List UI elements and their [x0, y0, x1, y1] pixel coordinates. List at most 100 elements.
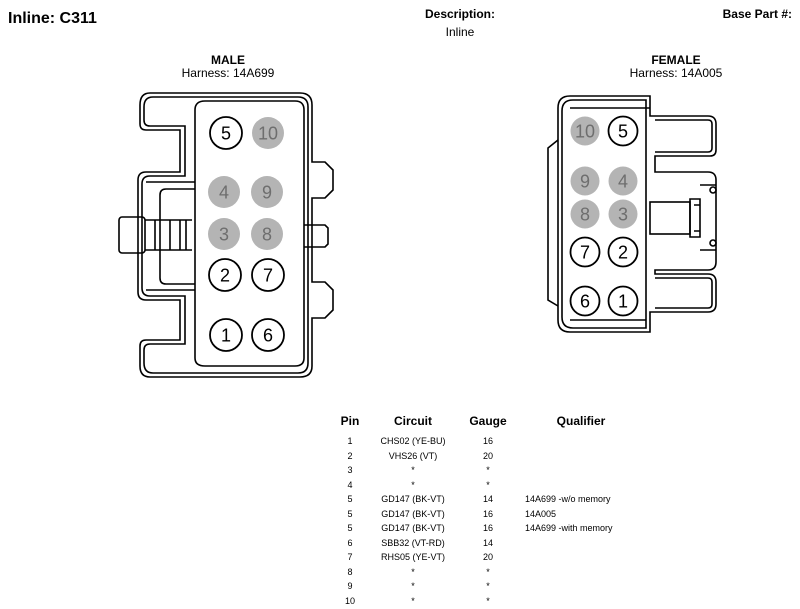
male-pin-label: 7	[263, 266, 273, 286]
table-row: 10 * *	[333, 594, 645, 609]
header-qualifier: Qualifier	[556, 414, 606, 428]
cell-gauge: *	[486, 479, 490, 490]
header-circuit: Circuit	[393, 414, 432, 428]
cell-gauge: 16	[482, 508, 493, 519]
male-pin-1	[209, 318, 243, 352]
male-label: MALE	[211, 53, 245, 67]
cell-gauge: *	[486, 581, 490, 592]
male-pin-label: 3	[219, 225, 229, 245]
female-label: FEMALE	[651, 53, 701, 67]
male-pin-label: 5	[221, 124, 231, 144]
female-pin-1	[607, 285, 639, 317]
cell-pin: 5	[347, 508, 353, 519]
male-connector	[118, 92, 334, 378]
cell-gauge: 16	[482, 523, 493, 534]
cell-pin: 2	[347, 450, 353, 461]
female-pin-3	[608, 199, 638, 229]
cell-qualifier: 14A699 -w/o memory	[525, 494, 611, 505]
female-pin-label: 5	[618, 122, 628, 142]
cell-qualifier	[517, 434, 645, 449]
male-pin-label: 2	[220, 266, 230, 286]
cell-circuit: *	[411, 595, 415, 606]
cell-circuit: *	[411, 479, 415, 490]
cell-circuit: *	[411, 581, 415, 592]
male-pin-5	[209, 116, 243, 150]
female-pin-label: 3	[618, 205, 628, 225]
cell-pin: 1	[347, 436, 353, 447]
female-pin-label: 4	[618, 172, 628, 192]
cell-qualifier	[517, 536, 645, 551]
male-pin-label: 9	[262, 183, 272, 203]
male-harness: Harness: 14A699	[181, 66, 275, 80]
cell-circuit: *	[411, 465, 415, 476]
male-label-block: MALE Harness: 14A699	[158, 54, 298, 80]
cell-qualifier	[517, 449, 645, 464]
male-pin-label: 6	[263, 326, 273, 346]
cell-qualifier	[517, 565, 645, 580]
female-pin-7	[569, 236, 601, 268]
male-pin-9	[251, 176, 283, 208]
male-pin-8	[251, 218, 283, 250]
cell-qualifier	[517, 463, 645, 478]
header-gauge: Gauge	[469, 414, 507, 428]
base-part-label: Base Part #:	[722, 7, 792, 21]
cell-pin: 7	[347, 552, 353, 563]
cell-circuit: RHS05 (YE-VT)	[380, 552, 445, 563]
female-pin-10	[570, 116, 600, 146]
table-row: 6 SBB32 (VT-RD) 14	[333, 536, 645, 551]
female-pin-label: 1	[618, 292, 628, 312]
cell-pin: 3	[347, 465, 353, 476]
cell-circuit: GD147 (BK-VT)	[381, 523, 445, 534]
female-harness: Harness: 14A005	[629, 66, 723, 80]
cell-qualifier: 14A699 -with memory	[525, 523, 613, 534]
female-pin-9	[570, 166, 600, 196]
male-pin-2	[208, 258, 242, 292]
cell-gauge: 14	[482, 537, 493, 548]
cell-gauge: *	[486, 595, 490, 606]
female-pin-label: 9	[580, 172, 590, 192]
cell-pin: 6	[347, 537, 353, 548]
male-pin-10	[252, 117, 284, 149]
cell-gauge: *	[486, 566, 490, 577]
female-connector	[547, 95, 717, 333]
cell-pin: 4	[347, 479, 353, 490]
female-label-block: FEMALE Harness: 14A005	[606, 54, 746, 80]
female-pin-label: 10	[575, 122, 595, 142]
female-pin-label: 8	[580, 205, 590, 225]
cell-pin: 9	[347, 581, 353, 592]
cell-pin: 5	[347, 494, 353, 505]
cell-circuit: *	[411, 566, 415, 577]
female-pin-label: 2	[618, 243, 628, 263]
cell-pin: 10	[344, 595, 355, 606]
cell-circuit: SBB32 (VT-RD)	[381, 537, 445, 548]
male-pin-6	[251, 318, 285, 352]
female-pin-6	[569, 285, 601, 317]
male-pin-7	[251, 258, 285, 292]
male-pin-label: 4	[219, 183, 229, 203]
cell-circuit: VHS26 (VT)	[388, 450, 438, 461]
cell-gauge: 16	[482, 436, 493, 447]
cell-gauge: 20	[482, 552, 493, 563]
table-row: 4 * *	[333, 478, 645, 493]
female-pin-4	[608, 166, 638, 196]
cell-gauge: *	[486, 465, 490, 476]
female-pin-label: 6	[580, 292, 590, 312]
table-header-row: Pin Circuit Gauge Qualifier	[333, 414, 645, 434]
header-pin: Pin	[340, 414, 360, 428]
cell-qualifier	[517, 594, 645, 609]
male-pin-3	[208, 218, 240, 250]
cell-qualifier	[517, 579, 645, 594]
male-pin-label: 8	[262, 225, 272, 245]
table-row: 9 * *	[333, 579, 645, 594]
table-row: 3 * *	[333, 463, 645, 478]
female-pin-5	[607, 115, 639, 147]
table-row: 8**	[333, 565, 645, 580]
